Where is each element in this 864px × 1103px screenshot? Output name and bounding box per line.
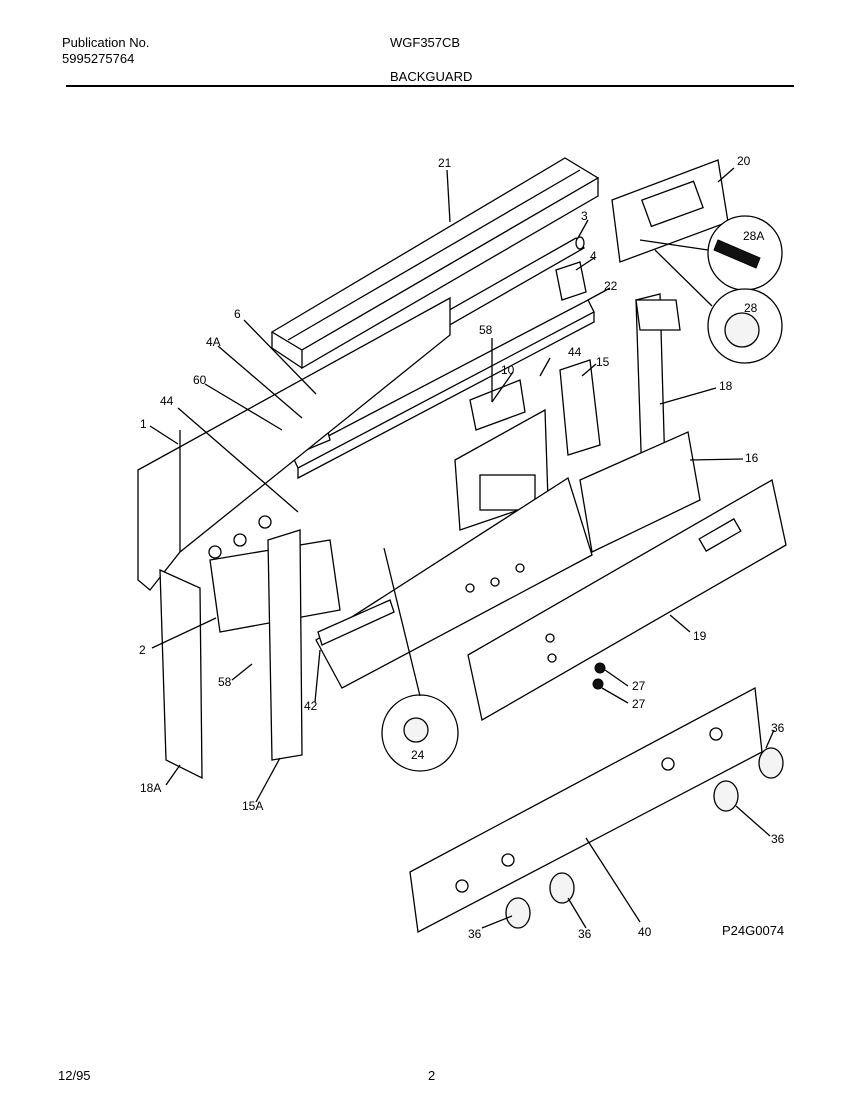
callout-36-top: 36 <box>771 721 785 735</box>
callout-27-upper: 27 <box>632 679 646 693</box>
part-15-bracket <box>559 359 601 456</box>
part-19-overlay <box>467 478 787 722</box>
callout-15a: 15A <box>242 799 263 813</box>
callout-3: 3 <box>581 209 588 223</box>
callout-22: 22 <box>604 279 618 293</box>
callout-28a: 28A <box>743 229 764 243</box>
part-22-channel <box>291 299 595 480</box>
callout-20: 20 <box>737 154 751 168</box>
callout-21: 21 <box>438 156 452 170</box>
part-16-frame <box>579 431 701 553</box>
callout-60: 60 <box>193 373 207 387</box>
part-18a-duct <box>159 568 203 780</box>
callout-4a: 4A <box>206 335 221 349</box>
part-21-top-trim <box>270 157 600 370</box>
part-28a-detail <box>639 215 783 291</box>
control-panel <box>315 476 593 689</box>
callout-36-right: 36 <box>771 832 785 846</box>
callout-labels: 21 20 3 4 28A 22 28 6 4A 58 44 15 10 60 … <box>139 154 785 941</box>
callout-28: 28 <box>744 301 758 315</box>
callout-58-upper: 58 <box>479 323 493 337</box>
publication-number: 5995275764 <box>62 51 135 66</box>
callout-40: 40 <box>638 925 652 939</box>
callout-15: 15 <box>596 355 610 369</box>
publication-label: Publication No. <box>62 35 150 50</box>
part-15a-bracket <box>267 529 303 761</box>
callout-4: 4 <box>590 249 597 263</box>
callout-6: 6 <box>234 307 241 321</box>
part-27-lamps <box>545 633 606 690</box>
part-24-detail <box>381 547 459 772</box>
callout-42: 42 <box>304 699 318 713</box>
part-42-strip <box>317 599 395 646</box>
callout-24: 24 <box>411 748 425 762</box>
callout-18: 18 <box>719 379 733 393</box>
model-number: WGF357CB <box>390 35 461 50</box>
header-rule <box>66 85 794 87</box>
footer-date: 12/95 <box>58 1068 91 1083</box>
part-18-side-bracket <box>635 293 681 481</box>
callout-58-lower: 58 <box>218 675 232 689</box>
callout-44-upper: 44 <box>568 345 582 359</box>
callout-44-lower: 44 <box>160 394 174 408</box>
callout-36-left: 36 <box>468 927 482 941</box>
part-1-backguard-panel <box>137 296 451 591</box>
callout-2: 2 <box>139 643 146 657</box>
part-28-detail <box>654 249 783 364</box>
callout-18a: 18A <box>140 781 161 795</box>
reference-code: P24G0074 <box>722 923 785 938</box>
leader-lines <box>149 167 775 929</box>
part-40-manifold-panel <box>409 686 763 934</box>
callout-19: 19 <box>693 629 707 643</box>
callout-27-lower: 27 <box>632 697 646 711</box>
part-58-upper-box <box>469 379 526 431</box>
callout-1: 1 <box>140 417 147 431</box>
part-4-bracket <box>555 261 587 301</box>
footer-page-number: 2 <box>428 1068 436 1083</box>
callout-10: 10 <box>501 363 515 377</box>
callout-36-center: 36 <box>578 927 592 941</box>
part-36-knobs <box>505 747 784 929</box>
section-title: BACKGUARD <box>390 69 473 84</box>
callout-16: 16 <box>745 451 759 465</box>
